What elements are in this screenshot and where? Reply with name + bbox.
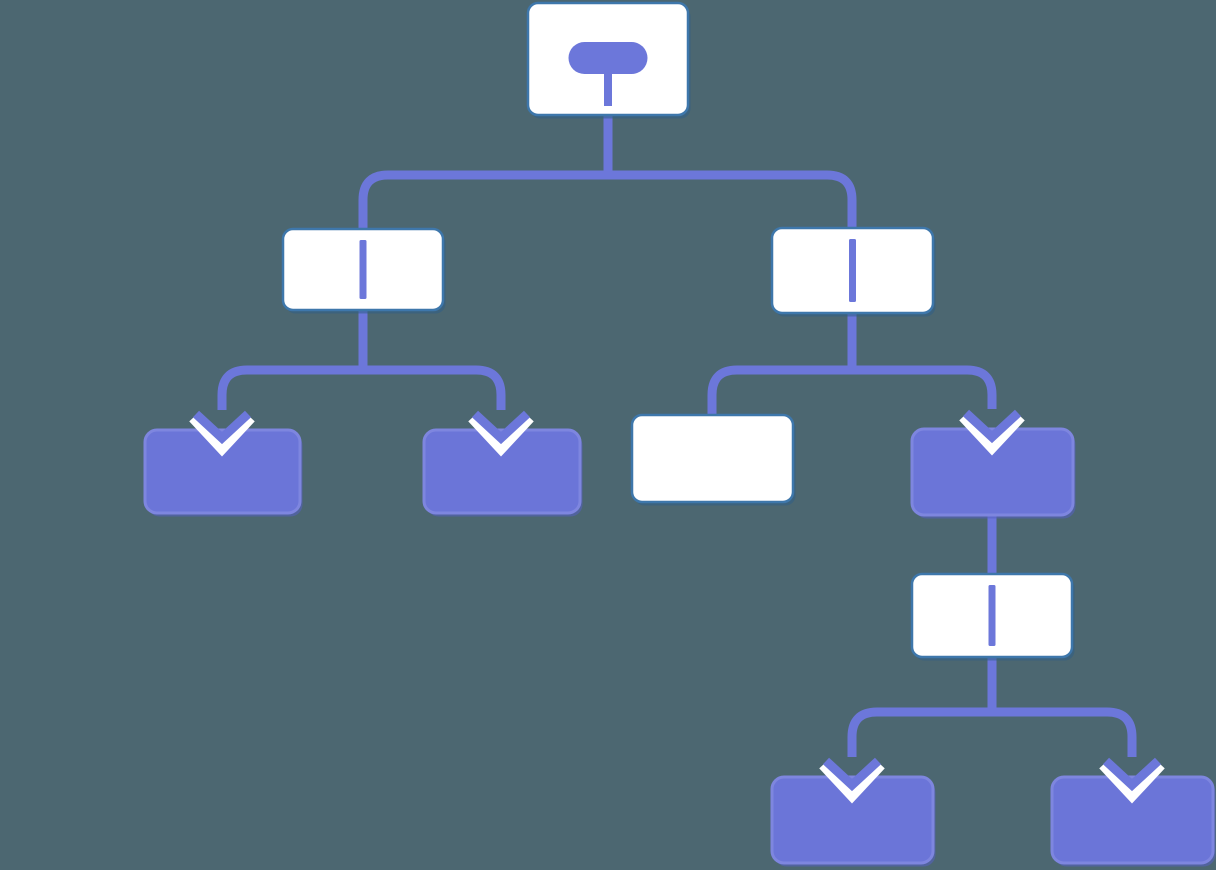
node-body[interactable] (143, 428, 302, 515)
node-root[interactable] (526, 1, 691, 119)
root-pill (568, 42, 648, 74)
divider-line-icon (359, 240, 367, 299)
double-chevron-down-icon[interactable] (468, 410, 534, 457)
node-action-mid-right[interactable] (910, 427, 1076, 519)
node-action-mid-left[interactable] (422, 428, 583, 517)
chevron-white (959, 411, 1025, 456)
chevron-white (189, 412, 255, 457)
node-body[interactable] (1050, 775, 1215, 865)
chevron-white (468, 412, 534, 457)
double-chevron-down-icon[interactable] (819, 757, 885, 804)
node-body[interactable] (630, 413, 795, 504)
node-body[interactable] (910, 427, 1075, 517)
chevron-purple (192, 410, 252, 445)
chevron-white (819, 759, 885, 804)
node-body[interactable] (770, 775, 935, 865)
connector-right-split[interactable] (707, 311, 997, 418)
tree-root-pill-icon (568, 42, 648, 106)
double-chevron-down-icon[interactable] (189, 410, 255, 457)
chevron-purple (962, 409, 1022, 444)
node-decision-right[interactable] (770, 226, 936, 317)
root-stem (604, 72, 612, 106)
node-card-empty[interactable] (630, 413, 796, 506)
divider-line-icon (988, 585, 996, 646)
double-chevron-down-icon[interactable] (959, 409, 1025, 456)
connector-root-split[interactable] (358, 110, 857, 232)
node-body[interactable] (422, 428, 582, 515)
chevron-purple (822, 757, 882, 792)
divider-line-icon (849, 239, 856, 302)
node-decision-left[interactable] (281, 227, 446, 314)
chevron-white (1099, 759, 1165, 804)
double-chevron-down-icon[interactable] (1099, 757, 1165, 804)
chevron-purple (471, 410, 531, 445)
connector-bottom-split[interactable] (847, 655, 1137, 757)
connector-left-split[interactable] (217, 308, 506, 410)
node-decision-bottom[interactable] (910, 572, 1075, 661)
node-action-bottom-left[interactable] (770, 775, 936, 867)
chevron-purple (1102, 757, 1162, 792)
node-action-far-left[interactable] (143, 428, 303, 517)
node-action-bottom-right[interactable] (1050, 775, 1216, 867)
